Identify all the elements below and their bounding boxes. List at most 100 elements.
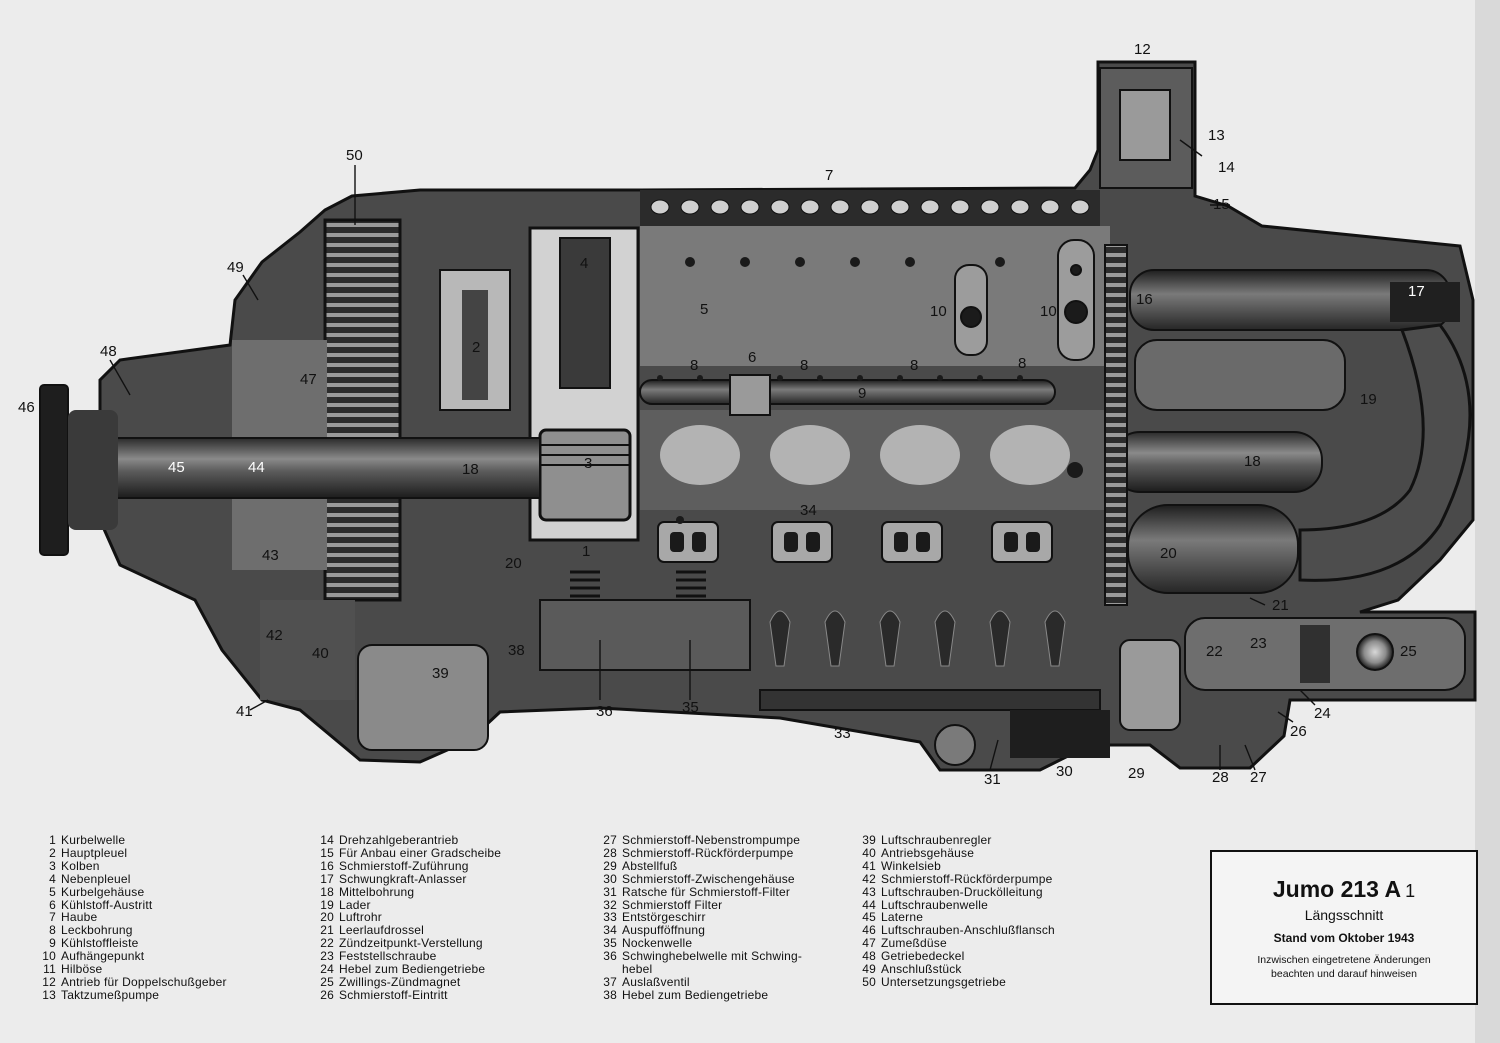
legend-number: 28 <box>603 845 617 860</box>
legend-label: Mittelbohrung <box>339 884 415 899</box>
legend-number: 18 <box>320 884 334 899</box>
legend-number: 34 <box>603 923 617 938</box>
legend-number: 32 <box>603 897 617 912</box>
valve-springs <box>570 570 706 606</box>
callout-15: 15 <box>1213 196 1230 213</box>
callout-8-a: 8 <box>690 357 698 374</box>
tower-gear <box>1119 89 1171 161</box>
piston <box>538 428 632 522</box>
legend-number: 24 <box>320 962 334 977</box>
legend-label: Hebel zum Bediengetriebe <box>339 962 486 977</box>
callout-4: 4 <box>580 255 588 272</box>
master-rod <box>559 237 611 389</box>
legend-label: Haube <box>61 910 98 925</box>
callout-20-right: 20 <box>1160 545 1177 562</box>
legend-label: Auspufföffnung <box>622 923 706 938</box>
legend-label: Nebenpleuel <box>61 871 131 886</box>
callout-43: 43 <box>262 547 279 564</box>
legend-number: 8 <box>49 923 56 938</box>
callout-9: 9 <box>858 385 866 402</box>
coolant-outlet-flange <box>729 374 771 416</box>
legend-number: 46 <box>862 923 876 938</box>
legend-number: 47 <box>862 936 876 951</box>
legend-number: 40 <box>862 845 876 860</box>
legend-label: Abstellfuß <box>622 858 678 873</box>
legend-label: Untersetzungsgetriebe <box>881 974 1006 989</box>
title-suffix: 1 <box>1405 881 1416 901</box>
legend-number: 1 <box>49 833 56 847</box>
note-line-1: Inzwischen eingetretene Änderungen <box>1257 954 1431 966</box>
legend-label: Feststellschraube <box>339 949 437 964</box>
callout-34: 34 <box>800 502 817 519</box>
legend-label: Schmierstoff-Rückförderpumpe <box>622 845 794 860</box>
title: Jumo 213 A <box>1272 876 1402 902</box>
legend-label: Kolben <box>61 858 100 873</box>
legend-label: Getriebedeckel <box>881 949 965 964</box>
legend-number: 36 <box>603 949 617 964</box>
valve-gear-housing <box>539 599 751 671</box>
callout-48: 48 <box>100 343 117 360</box>
callout-39: 39 <box>432 665 449 682</box>
legend-number: 45 <box>862 910 876 925</box>
legend-number: 39 <box>862 833 876 847</box>
drive-housing <box>260 600 355 700</box>
legend-label: Drehzahlgeberantrieb <box>339 833 459 847</box>
callout-21: 21 <box>1272 597 1289 614</box>
legend-number: 35 <box>603 936 617 951</box>
subtitle: Längsschnitt <box>1304 907 1384 923</box>
legend-label: Ratsche für Schmierstoff-Filter <box>622 884 791 899</box>
legend-label: Taktzumeßpumpe <box>61 987 160 1002</box>
legend-number: 16 <box>320 858 334 873</box>
callout-27: 27 <box>1250 769 1267 786</box>
legend-number: 13 <box>42 987 56 1002</box>
legend-label: Luftschraubenregler <box>881 833 992 847</box>
callout-6: 6 <box>748 349 756 366</box>
legend-number: 33 <box>603 910 617 925</box>
legend-label: Schmierstoff-Rückförderpumpe <box>881 871 1053 886</box>
callout-31: 31 <box>984 771 1001 788</box>
legend-label: hebel <box>622 962 653 977</box>
callout-18-left: 18 <box>462 461 479 478</box>
legend-number: 19 <box>320 897 334 912</box>
callout-33: 33 <box>834 725 851 742</box>
legend-item: 26 Schmierstoff-Eintritt <box>320 987 501 1002</box>
legend-label: Luftrohr <box>339 910 382 925</box>
legend-number: 17 <box>320 871 334 886</box>
legend-number: 2 <box>49 845 56 860</box>
rod-2-shank <box>462 290 488 400</box>
callout-30: 30 <box>1056 763 1073 780</box>
callout-42: 42 <box>266 627 283 644</box>
note-line-2: beachten und darauf hinweisen <box>1271 968 1417 980</box>
legend-item: 24 Hebel zum Bediengetriebe <box>320 963 501 976</box>
callout-8-c: 8 <box>910 357 918 374</box>
legend-number: 26 <box>320 987 334 1002</box>
legend-number: 10 <box>42 949 56 964</box>
callout-12: 12 <box>1134 41 1151 58</box>
legend-number: 30 <box>603 871 617 886</box>
reduction-gear <box>323 218 402 602</box>
exhaust-ports <box>657 521 1053 563</box>
legend-number: 21 <box>320 923 334 938</box>
callout-24: 24 <box>1314 705 1331 722</box>
callout-20-left: 20 <box>505 555 522 572</box>
legend-label: Schmierstoff-Eintritt <box>339 987 448 1002</box>
legend-item: 34 Auspufföffnung <box>603 924 802 937</box>
callout-46: 46 <box>18 399 35 416</box>
